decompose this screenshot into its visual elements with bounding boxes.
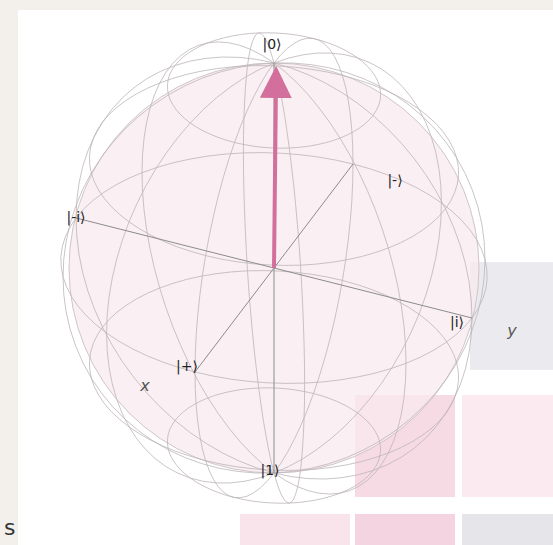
state-label: |0⟩: [262, 37, 281, 51]
sphere-grid: [61, 33, 487, 503]
axis-label: x: [140, 378, 149, 394]
deco-square: [462, 514, 553, 545]
state-label: |-i⟩: [66, 210, 85, 224]
longitude-line: [76, 57, 472, 479]
axis-label: y: [507, 323, 516, 339]
deco-square: [355, 514, 455, 545]
state-label: |-⟩: [387, 173, 402, 187]
deco-square: [470, 262, 553, 370]
slide-strip: [0, 0, 553, 10]
slide-strip: [0, 0, 18, 545]
longitude-line: [243, 33, 304, 503]
sphere-outline: [69, 63, 479, 473]
deco-square: [462, 395, 553, 497]
longitude-line: [195, 38, 353, 497]
longitude-line: [107, 53, 442, 483]
deco-square: [240, 514, 350, 545]
slide-text: s: [4, 517, 15, 539]
state-label: |1⟩: [260, 463, 279, 477]
state-vector: [274, 82, 276, 268]
sphere-axes: [76, 63, 472, 473]
state-label: |i⟩: [450, 315, 464, 329]
state-label: |+⟩: [176, 359, 198, 373]
longitude-line: [63, 63, 485, 473]
